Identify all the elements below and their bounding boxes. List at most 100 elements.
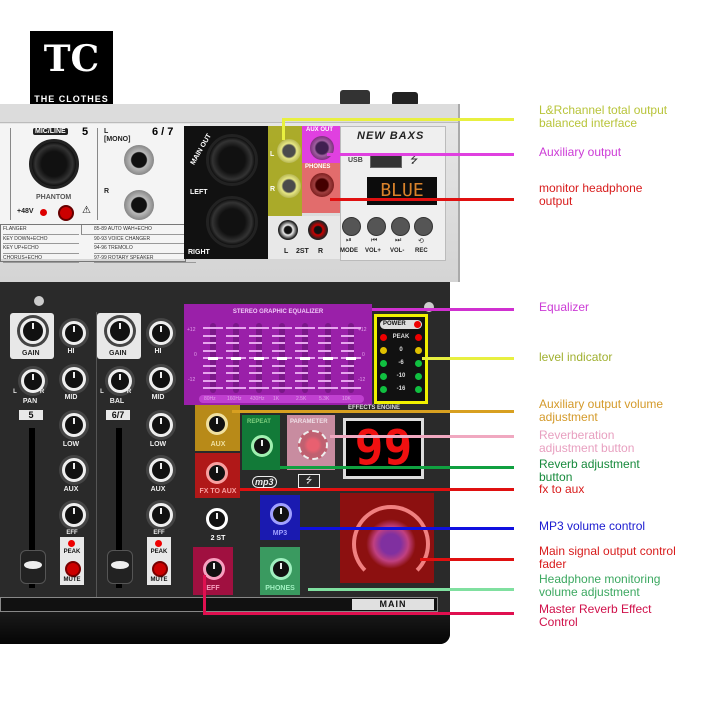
low-eq-knob[interactable] [62, 413, 86, 437]
vol-minus-button[interactable] [391, 217, 410, 236]
fx-item: KEY DOWN+ECHO [3, 235, 79, 244]
eq-tick [295, 349, 308, 352]
fx-item: 85-89 AUTO WAH+ECHO [94, 225, 196, 235]
eq-tick [295, 379, 308, 382]
rca-right-jack[interactable] [308, 220, 328, 240]
ch67-right-jack[interactable] [124, 190, 154, 220]
eq-tick [249, 334, 262, 337]
eq-band-label: 5.3K [319, 396, 330, 402]
eff-send-knob[interactable] [62, 503, 86, 527]
aux-send-knob[interactable] [62, 458, 86, 482]
rca-2st-label: 2ST [296, 248, 309, 255]
fx-to-aux-knob[interactable] [206, 462, 228, 484]
eq-scale-mid-right: 0 [362, 352, 365, 358]
mute-button[interactable] [65, 561, 81, 577]
eq-tick [341, 364, 354, 367]
screw-icon [424, 302, 434, 312]
rca-left-jack[interactable] [278, 220, 298, 240]
gain-knob[interactable] [107, 318, 133, 344]
fx-item: FLANGER [3, 225, 79, 235]
main-out-left-xlr[interactable] [206, 134, 258, 186]
main-out-right-label: RIGHT [188, 249, 210, 256]
annotation-leader-line [327, 153, 514, 156]
rear-jack [340, 90, 370, 106]
anno-equalizer: Equalizer [539, 300, 590, 314]
eq-tick [226, 334, 239, 337]
rec-button[interactable] [414, 217, 433, 236]
level-led-left [380, 373, 387, 380]
anno-aux-volume: Auxiliary output volume adjustment [539, 397, 664, 424]
mute-label: MUTE [63, 577, 81, 583]
annotation-leader-line [420, 558, 514, 561]
mode-button[interactable] [342, 217, 361, 236]
eq-freq-strip [199, 395, 364, 403]
channel-fader-track [29, 428, 35, 588]
channel-fader[interactable] [107, 550, 133, 584]
mp3-logo: mp3 [252, 476, 277, 488]
eq-scale-mid-left: 0 [194, 352, 197, 358]
vol-plus-button[interactable] [367, 217, 386, 236]
eq-band-label: 2.5K [296, 396, 307, 402]
ch67-left-jack[interactable] [124, 145, 154, 175]
hi-eq-knob[interactable] [62, 321, 86, 345]
anno-reverb-parameter: Reverberation adjustment button [539, 428, 635, 455]
eq-scale-bottom-left: -12 [188, 377, 196, 383]
mp3-volume-knob[interactable] [270, 503, 292, 525]
eq-band-cap [231, 357, 241, 360]
eq-tick [226, 364, 239, 367]
level-led-right [415, 373, 422, 380]
eq-tick [318, 387, 338, 389]
phones-out-jack[interactable] [310, 173, 334, 197]
main-out-right-xlr[interactable] [206, 196, 258, 248]
pan-knob[interactable] [108, 369, 132, 393]
hi-eq-knob[interactable] [149, 321, 173, 345]
eq-tick [203, 334, 216, 337]
mid-eq-knob[interactable] [62, 367, 86, 391]
pan-knob[interactable] [21, 369, 45, 393]
phones-highlight: PHONES [302, 163, 340, 213]
mid-eq-knob[interactable] [149, 367, 173, 391]
aux-master-knob[interactable] [206, 413, 228, 435]
combo-jack-ch5[interactable] [29, 139, 79, 189]
mute-button[interactable] [152, 561, 168, 577]
usb-icon: ⭍ [410, 155, 419, 166]
phantom-button[interactable] [58, 205, 74, 221]
2st-knob[interactable] [206, 508, 228, 530]
gain-knob[interactable] [20, 318, 46, 344]
main-out-left-label: LEFT [190, 189, 208, 196]
fx-col1: FLANGER KEY DOWN+ECHO KEY UP+ECHO CHORUS… [3, 225, 79, 263]
channel-fader[interactable] [20, 550, 46, 584]
level-led-right [415, 334, 422, 341]
channel5-number: 5 [82, 126, 89, 138]
usb-label: USB [348, 157, 363, 164]
screw-icon [34, 296, 44, 306]
anno-master-reverb: Master Reverb Effect Control [539, 602, 652, 629]
eff-master-knob[interactable] [203, 558, 225, 580]
level-row-label: -6 [398, 360, 404, 366]
low-eq-knob[interactable] [149, 413, 173, 437]
repeat-knob[interactable] [251, 435, 273, 457]
eff-send-knob[interactable] [149, 503, 173, 527]
rear-switch [392, 92, 418, 106]
out-right-jack[interactable] [277, 174, 301, 198]
eq-tick [272, 342, 285, 344]
parameter-encoder[interactable] [298, 430, 328, 460]
eq-tick [226, 372, 239, 374]
phones-volume-knob[interactable] [270, 558, 292, 580]
fx-item: CHORUS+ECHO [3, 254, 79, 263]
fx-item: 94-96 TREMOLO [94, 244, 196, 254]
effects-display: 99 [343, 418, 424, 479]
eq-band-label: 1K [273, 396, 280, 402]
aux-label: AUX [150, 486, 166, 493]
out-left-jack[interactable] [277, 139, 301, 163]
aux-out-jack[interactable] [310, 136, 334, 160]
main-fader[interactable] [340, 493, 434, 583]
divider [97, 128, 98, 220]
eq-scale-bottom-right: -12 [358, 377, 366, 383]
previous-icon: ⏮ [371, 237, 378, 244]
eq-tick [226, 327, 246, 329]
eff-label: EFF [66, 530, 78, 536]
aux-send-knob[interactable] [149, 458, 173, 482]
usb-icon: ⭍ [298, 474, 320, 488]
power-label: POWER [380, 320, 422, 329]
